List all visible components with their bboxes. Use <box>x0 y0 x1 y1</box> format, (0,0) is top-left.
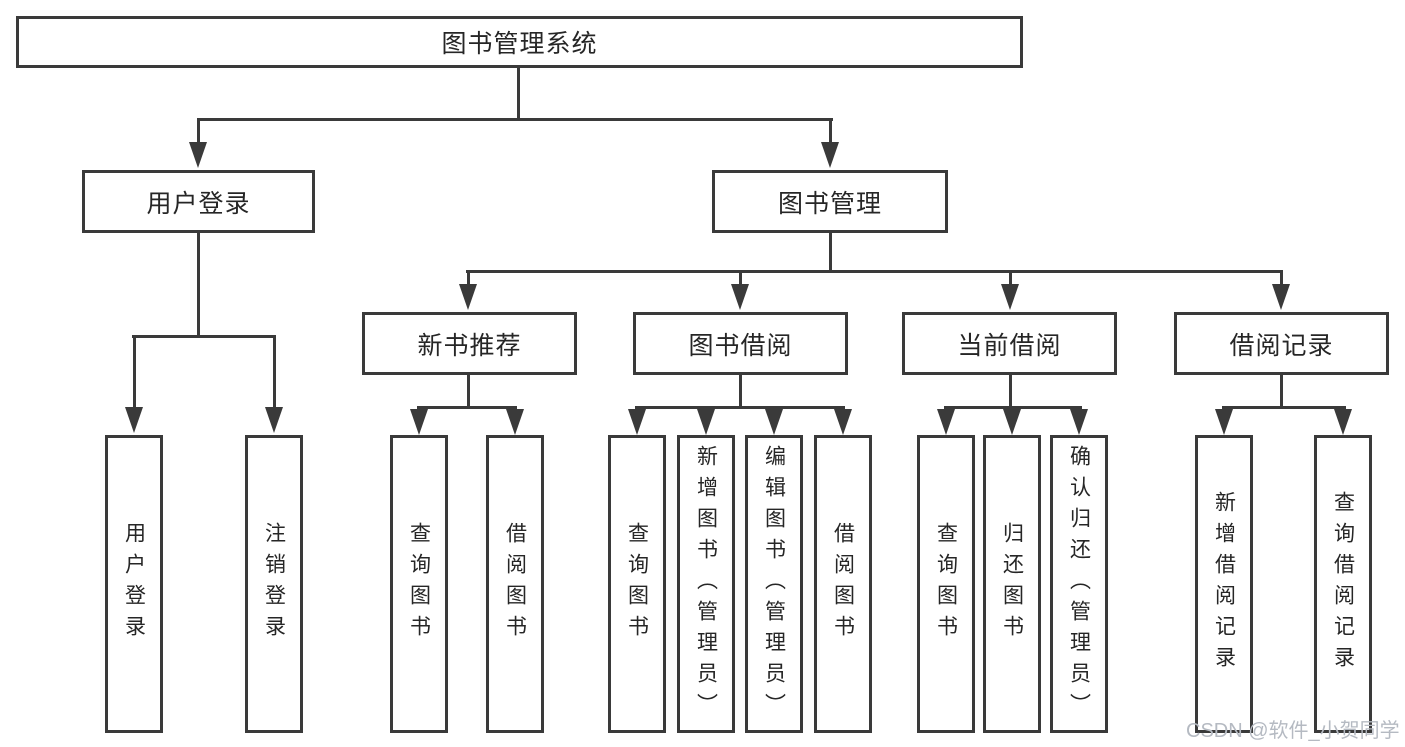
node-borrowing-records: 借阅记录 <box>1174 312 1389 375</box>
leaf-borrow-books-borrowing-label: 借阅图书 <box>831 522 855 646</box>
node-new-book-recommend-label: 新书推荐 <box>417 331 522 360</box>
leaf-query-books-recommend: 查询图书 <box>390 435 448 733</box>
edge-root-stub <box>517 68 520 120</box>
leaf-confirm-return-admin-label: 确认归还（管理员） <box>1067 444 1091 724</box>
arrow-down-icon <box>189 142 207 168</box>
arrow-down-icon <box>506 409 524 435</box>
leaf-return-books-label: 归还图书 <box>1000 522 1024 646</box>
edge-book-management-stub <box>829 233 832 272</box>
leaf-edit-books-admin-label: 编辑图书（管理员） <box>762 444 786 724</box>
arrow-down-icon <box>628 409 646 435</box>
arrow-down-icon <box>1070 409 1088 435</box>
node-new-book-recommend: 新书推荐 <box>362 312 577 375</box>
arrow-down-icon <box>265 407 283 433</box>
node-book-management: 图书管理 <box>712 170 948 233</box>
leaf-query-books-recommend-label: 查询图书 <box>407 522 431 646</box>
leaf-return-books: 归还图书 <box>983 435 1041 733</box>
leaf-query-books-borrowing-label: 查询图书 <box>625 522 649 646</box>
arrow-down-icon <box>1001 284 1019 310</box>
leaf-add-books-admin: 新增图书（管理员） <box>677 435 735 733</box>
arrow-down-icon <box>697 409 715 435</box>
arrow-down-icon <box>459 284 477 310</box>
leaf-add-borrow-record: 新增借阅记录 <box>1195 435 1253 733</box>
arrow-down-icon <box>125 407 143 433</box>
leaf-query-borrow-record: 查询借阅记录 <box>1314 435 1372 733</box>
node-book-management-label: 图书管理 <box>777 189 882 218</box>
edge-new-book-recommend-stub <box>467 375 470 408</box>
leaf-user-login: 用户登录 <box>105 435 163 733</box>
edge-to-leaf-logout <box>273 335 276 411</box>
edge-current-borrowing-stub <box>1009 375 1012 408</box>
arrow-down-icon <box>1003 409 1021 435</box>
arrow-down-icon <box>410 409 428 435</box>
arrow-down-icon <box>1272 284 1290 310</box>
edge-user-login-split <box>132 335 276 338</box>
edge-book-management-split <box>466 270 1283 273</box>
node-current-borrowing-label: 当前借阅 <box>957 331 1062 360</box>
arrow-down-icon <box>1334 409 1352 435</box>
edge-to-borrowing-records <box>1280 270 1283 286</box>
edge-to-new-book-recommend <box>467 270 470 286</box>
edge-book-borrowing-stub <box>739 375 742 408</box>
arrow-down-icon <box>821 142 839 168</box>
edge-root-to-user-login <box>197 118 200 146</box>
node-user-login-label: 用户登录 <box>146 189 251 218</box>
leaf-user-login-label: 用户登录 <box>122 522 146 646</box>
node-user-login: 用户登录 <box>82 170 315 233</box>
edge-new-book-recommend-split <box>417 406 517 409</box>
leaf-query-books-current: 查询图书 <box>917 435 975 733</box>
leaf-add-books-admin-label: 新增图书（管理员） <box>694 444 718 724</box>
node-root-label: 图书管理系统 <box>441 30 598 58</box>
leaf-query-books-current-label: 查询图书 <box>934 522 958 646</box>
edge-book-borrowing-split <box>635 406 845 409</box>
leaf-logout-label: 注销登录 <box>262 522 286 646</box>
edge-to-current-borrowing <box>1009 270 1012 286</box>
node-root: 图书管理系统 <box>16 16 1023 68</box>
edge-borrowing-records-stub <box>1280 375 1283 408</box>
arrow-down-icon <box>834 409 852 435</box>
edge-to-leaf-user-login <box>133 335 136 411</box>
edge-to-book-borrowing <box>739 270 742 286</box>
leaf-add-borrow-record-label: 新增借阅记录 <box>1212 491 1236 677</box>
leaf-query-borrow-record-label: 查询借阅记录 <box>1331 491 1355 677</box>
edge-borrowing-records-split <box>1222 406 1346 409</box>
leaf-query-books-borrowing: 查询图书 <box>608 435 666 733</box>
leaf-borrow-books-recommend-label: 借阅图书 <box>503 522 527 646</box>
leaf-logout: 注销登录 <box>245 435 303 733</box>
arrow-down-icon <box>1215 409 1233 435</box>
node-current-borrowing: 当前借阅 <box>902 312 1117 375</box>
edge-user-login-stub <box>197 233 200 337</box>
leaf-borrow-books-borrowing: 借阅图书 <box>814 435 872 733</box>
node-borrowing-records-label: 借阅记录 <box>1229 331 1334 360</box>
edge-root-to-book-management <box>829 118 832 146</box>
leaf-edit-books-admin: 编辑图书（管理员） <box>745 435 803 733</box>
arrow-down-icon <box>937 409 955 435</box>
edge-root-split <box>197 118 833 121</box>
leaf-confirm-return-admin: 确认归还（管理员） <box>1050 435 1108 733</box>
csdn-watermark: CSDN @软件_小贺同学 <box>1186 720 1400 742</box>
arrow-down-icon <box>731 284 749 310</box>
node-book-borrowing: 图书借阅 <box>633 312 848 375</box>
arrow-down-icon <box>765 409 783 435</box>
leaf-borrow-books-recommend: 借阅图书 <box>486 435 544 733</box>
node-book-borrowing-label: 图书借阅 <box>688 331 793 360</box>
